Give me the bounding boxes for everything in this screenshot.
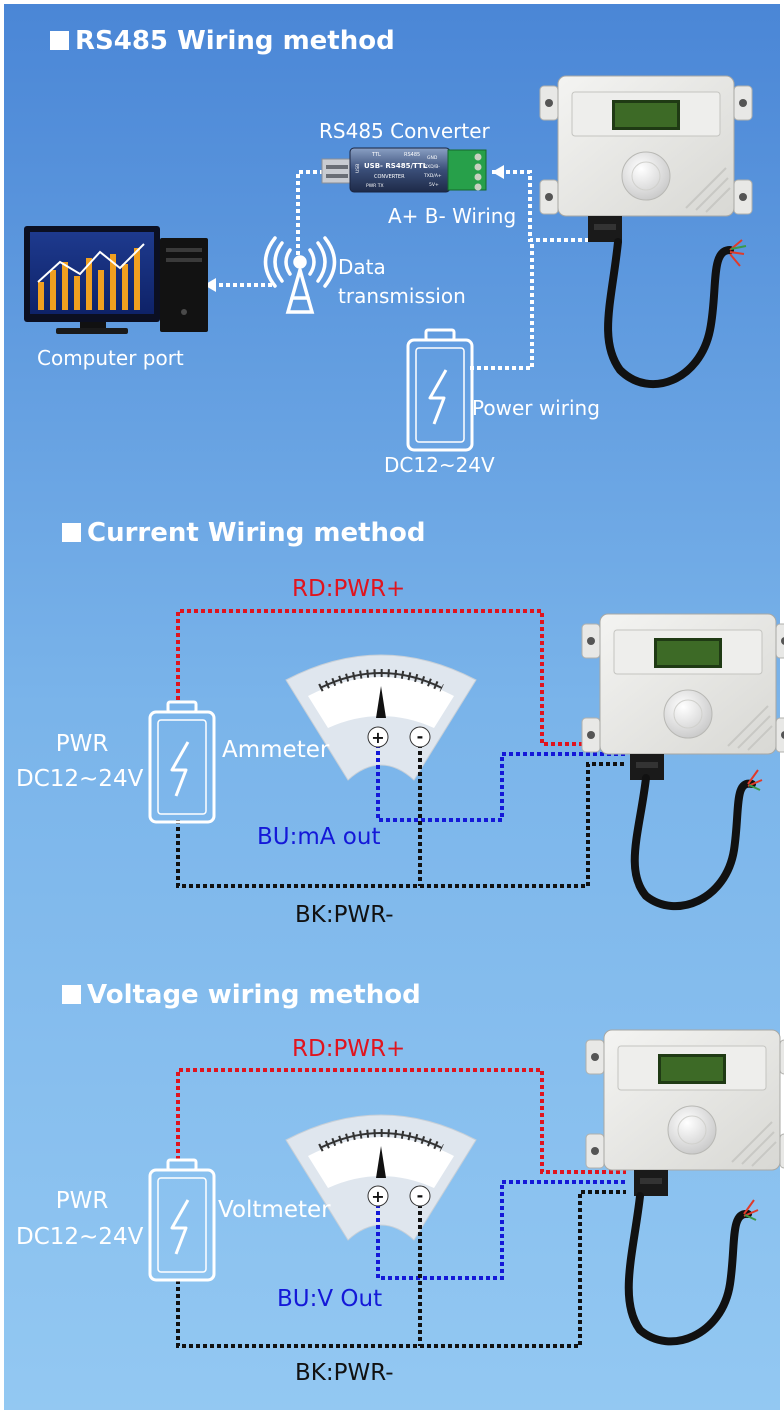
rs485-dc-label: DC12~24V: [384, 453, 495, 477]
voltage-section-title-text: Voltage wiring method: [87, 980, 421, 1010]
computer-icon: [24, 226, 208, 334]
voltage-wires: [176, 1068, 626, 1348]
arrow-left-icon: [492, 165, 504, 179]
computer-port-label: Computer port: [37, 346, 184, 370]
converter-pin-3: TXD/A+: [423, 173, 442, 179]
ab-wiring-label: A+ B- Wiring: [388, 204, 517, 228]
radio-tower-icon: [263, 236, 337, 314]
current-plus-sign: +: [371, 728, 384, 747]
meter-plus-terminal: [367, 1185, 389, 1207]
converter-pin-2: RXD/B-: [424, 164, 440, 170]
meter-minus-terminal: [409, 726, 431, 748]
converter-print-ttl: TTL: [371, 152, 381, 158]
current-section-title: Current Wiring method: [62, 520, 426, 546]
square-bullet-icon: [62, 523, 81, 542]
data-label: Data: [338, 255, 386, 279]
sensor-device-icon: [585, 1029, 784, 1346]
converter-print-rs485: RS485: [404, 152, 420, 158]
current-blue-label: BU:mA out: [257, 824, 381, 850]
voltage-blue-label: BU:V Out: [277, 1286, 383, 1312]
meter-minus-terminal: [409, 1185, 431, 1207]
sensor-device-icon: [581, 613, 784, 910]
usb-converter-icon: USB- RS485/TTL CONVERTER TTL RS485 GND R…: [321, 147, 487, 193]
voltage-black-label: BK:PWR-: [295, 1360, 394, 1386]
square-bullet-icon: [50, 31, 69, 50]
converter-label: RS485 Converter: [319, 119, 490, 143]
meter-scale: [318, 669, 444, 718]
voltage-minus-sign: -: [417, 1186, 424, 1205]
converter-print-line2: CONVERTER: [374, 174, 405, 180]
arrow-left-icon: [204, 278, 216, 292]
rs485-section-title: RS485 Wiring method: [50, 28, 395, 54]
voltage-plus-sign: +: [371, 1187, 384, 1206]
current-section-title-text: Current Wiring method: [87, 518, 426, 548]
current-wires: [176, 609, 626, 888]
voltage-red-label: RD:PWR+: [292, 1036, 406, 1062]
converter-pin-1: GND: [427, 155, 438, 161]
current-black-label: BK:PWR-: [295, 902, 394, 928]
rs485-section-title-text: RS485 Wiring method: [75, 26, 395, 56]
meter-scale: [318, 1129, 444, 1178]
square-bullet-icon: [62, 985, 81, 1004]
rs485-data-wires: [216, 170, 600, 370]
transmission-label: transmission: [338, 284, 466, 308]
converter-print-pwr-tx: PWR TX: [366, 183, 384, 189]
voltmeter-label: Voltmeter: [218, 1197, 331, 1223]
sensor-device-icon: [539, 75, 753, 389]
meter-plus-terminal: [367, 726, 389, 748]
voltage-section-title: Voltage wiring method: [62, 982, 421, 1008]
power-wiring-label: Power wiring: [472, 396, 600, 420]
converter-print-usb: USB: [355, 164, 361, 173]
converter-pin-4: 5V+: [429, 182, 439, 188]
current-dc-label: DC12~24V: [16, 766, 144, 792]
voltage-pwr-label: PWR: [55, 1188, 109, 1214]
ammeter-label: Ammeter: [222, 737, 330, 763]
converter-print-line1: USB- RS485/TTL: [364, 162, 428, 170]
current-pwr-label: PWR: [55, 731, 109, 757]
current-minus-sign: -: [417, 727, 424, 746]
current-red-label: RD:PWR+: [292, 576, 406, 602]
voltage-dc-label: DC12~24V: [16, 1224, 144, 1250]
